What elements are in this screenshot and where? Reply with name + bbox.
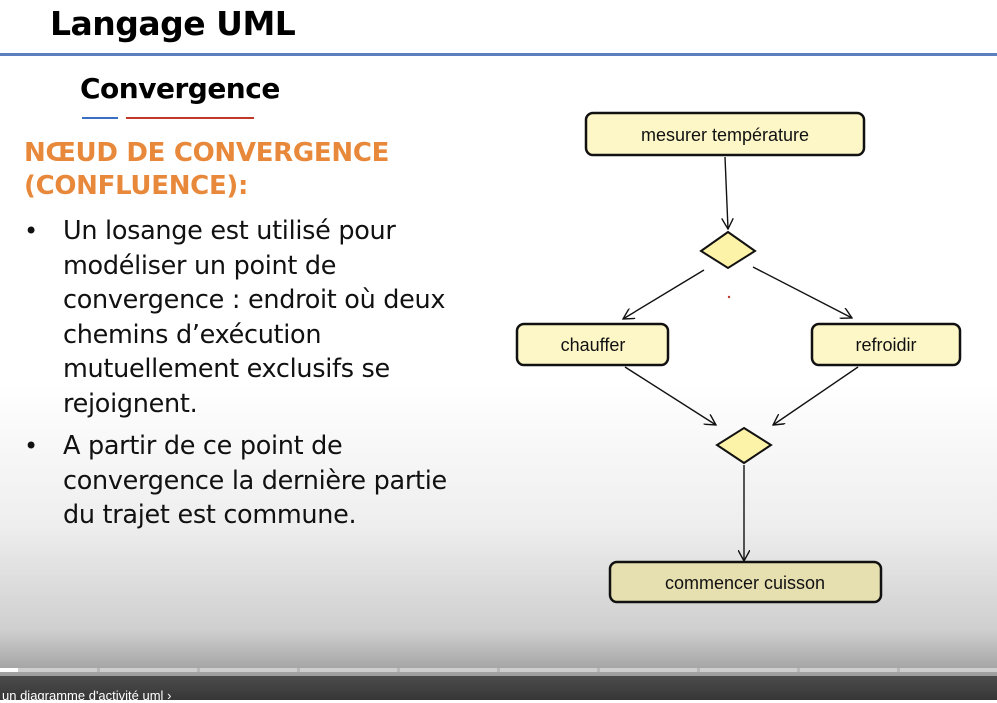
subheading: NŒUD DE CONVERGENCE (CONFLUENCE):	[24, 138, 390, 201]
node-start-label: mesurer température	[641, 125, 809, 145]
video-timeline[interactable]	[0, 668, 997, 672]
decision-diamond	[699, 230, 757, 270]
edge-start-to-merge	[725, 156, 728, 229]
node-right: refroidir	[810, 322, 962, 367]
title-rule	[0, 53, 997, 56]
edge-decision-to-refroidir	[752, 266, 852, 318]
chapter-title: un diagramme d'activité uml	[2, 688, 164, 703]
edge-chauffer-to-merge	[624, 366, 716, 425]
red-dot	[727, 295, 731, 299]
node-right-label: refroidir	[855, 335, 916, 355]
section-underline-red	[126, 117, 254, 119]
player-bottom-bar	[0, 676, 997, 700]
chapter-button[interactable]: un diagramme d'activité uml ›	[2, 688, 171, 703]
node-right-box	[810, 322, 962, 367]
slide-title: Langage UML	[50, 4, 296, 43]
edge-refroidir-to-merge	[773, 366, 859, 425]
section-underline-blue	[82, 117, 118, 119]
bullet-list: Un losange est utilisé pour modéliser un…	[24, 214, 464, 541]
node-end-label: commencer cuisson	[665, 573, 825, 593]
node-left: chauffer	[515, 322, 670, 367]
node-end: commencer cuisson	[608, 560, 883, 604]
node-end-box	[608, 560, 883, 604]
timeline-played-segment	[0, 668, 18, 672]
chevron-right-icon: ›	[167, 688, 172, 703]
bullet-item: A partir de ce point de convergence la d…	[24, 429, 464, 533]
node-left-label: chauffer	[561, 335, 626, 355]
merge-diamond	[715, 426, 773, 465]
node-left-box	[515, 322, 670, 367]
edge-decision-to-chauffer	[623, 269, 705, 319]
node-start: mesurer température	[584, 111, 866, 157]
section-title: Convergence	[80, 72, 280, 105]
bullet-item: Un losange est utilisé pour modéliser un…	[24, 214, 464, 421]
node-start-box	[584, 111, 866, 157]
